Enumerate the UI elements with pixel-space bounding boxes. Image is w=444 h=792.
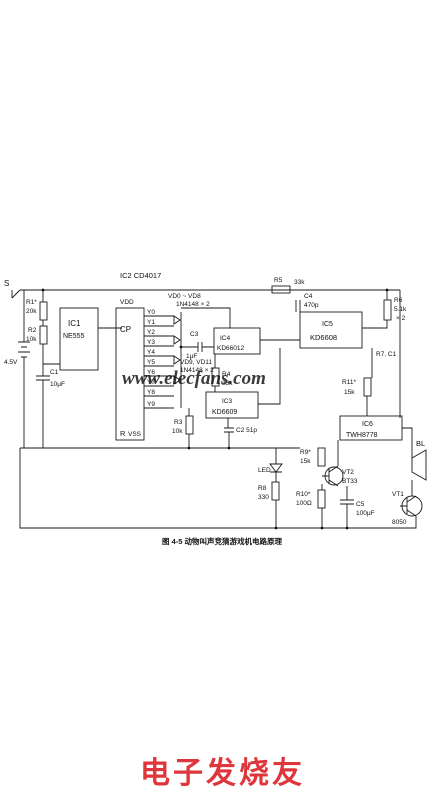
vd0-label: VD0 ~ VD8 <box>168 293 201 300</box>
ic2-r: R <box>120 429 126 438</box>
ic2-outputs: Y0 Y1 Y2 Y3 Y4 Y5 Y6 Y7 Y8 Y9 <box>147 309 155 408</box>
r11-label: R11* <box>342 379 356 386</box>
circuit-schematic: IC2 CD4017 IC1 NE555 VDD CP R VSS IC4 KD… <box>4 271 427 546</box>
r3-value: 10k <box>172 428 183 435</box>
output-y5: Y5 <box>147 359 155 366</box>
vt2-part: BT33 <box>342 478 358 485</box>
circuit-figure: IC2 CD4017 IC1 NE555 VDD CP R VSS IC4 KD… <box>0 268 444 560</box>
switch-label: S <box>4 279 9 288</box>
ic2-title: IC2 CD4017 <box>120 271 161 280</box>
output-y3: Y3 <box>147 339 155 346</box>
output-y0: Y0 <box>147 309 155 316</box>
output-y7: Y7 <box>147 379 155 386</box>
r10-label: R10* <box>296 491 311 498</box>
c1-label: C1 <box>50 369 59 376</box>
ic4-name: IC4 <box>220 335 231 342</box>
vd9-type: 1N4148 × 2 <box>180 367 214 374</box>
vd0-type: 1N4148 × 2 <box>176 301 210 308</box>
r2-value: 10k <box>26 336 37 343</box>
r3-label: R3 <box>174 419 183 426</box>
ic1-part: NE555 <box>63 333 85 340</box>
led-label: LED <box>258 467 271 474</box>
ic4-part: KD66012 <box>217 345 244 352</box>
output-y4: Y4 <box>147 349 155 356</box>
r2-label: R2 <box>28 327 37 334</box>
r7-label: R7, C1 <box>376 351 397 358</box>
watermark-logo-text: 电子发烧友 <box>140 756 305 791</box>
c4-label: C4 <box>304 293 313 300</box>
ic2-vdd: VDD <box>120 299 134 306</box>
c4-value: 470p <box>304 302 319 309</box>
ic3-part: KD6609 <box>212 409 237 416</box>
output-y8: Y8 <box>147 389 155 396</box>
r5-value: 33k <box>294 279 305 286</box>
r4-value: 33k <box>222 380 233 387</box>
vt2-label: VT2 <box>342 469 354 476</box>
c3-value: 1μF <box>186 353 197 360</box>
ic6-part: TWH8778 <box>346 432 378 439</box>
ic6-name: IC6 <box>362 421 373 428</box>
r5-label: R5 <box>274 277 283 284</box>
ic1-name: IC1 <box>68 319 81 328</box>
ic5-part: KD6608 <box>310 333 337 342</box>
vd9-label: VD9, VD11 <box>180 359 212 366</box>
vt1-label: VT1 <box>392 491 404 498</box>
output-y9: Y9 <box>147 401 155 408</box>
c3-label: C3 <box>190 331 199 338</box>
r8-value: 330 <box>258 494 269 501</box>
ic3-name: IC3 <box>222 398 233 405</box>
r9-label: R9* <box>300 449 311 456</box>
speaker-label: BL <box>416 439 425 448</box>
c5-value: 100μF <box>356 510 375 517</box>
c2-label: C2 51p <box>236 427 257 434</box>
ic5-name: IC5 <box>322 321 333 328</box>
c1-value: 10μF <box>50 381 65 388</box>
r6-label: R6 <box>394 297 403 304</box>
vt1-part: 8050 <box>392 519 407 526</box>
output-y2: Y2 <box>147 329 155 336</box>
r8-label: R8 <box>258 485 267 492</box>
r1-label: R1* <box>26 299 37 306</box>
r9-value: 15k <box>300 458 311 465</box>
battery-label: 4.5V <box>4 359 18 366</box>
figure-caption: 图 4-5 动物叫声竞猜游戏机电路原理 <box>162 536 283 546</box>
r4-label: R4 <box>222 371 231 378</box>
r1-value: 20k <box>26 308 37 315</box>
ic2-cp: CP <box>120 325 131 334</box>
watermark-site: www.elecfans.com <box>122 368 266 389</box>
ic2-vss: VSS <box>128 431 142 438</box>
r6-value: 5.1k <box>394 306 407 313</box>
r6-multiplier: × 2 <box>396 315 406 322</box>
output-y1: Y1 <box>147 319 155 326</box>
r11-value: 15k <box>344 389 355 396</box>
output-y6: Y6 <box>147 369 155 376</box>
r10-value: 100Ω <box>296 500 312 507</box>
c5-label: C5 <box>356 501 365 508</box>
